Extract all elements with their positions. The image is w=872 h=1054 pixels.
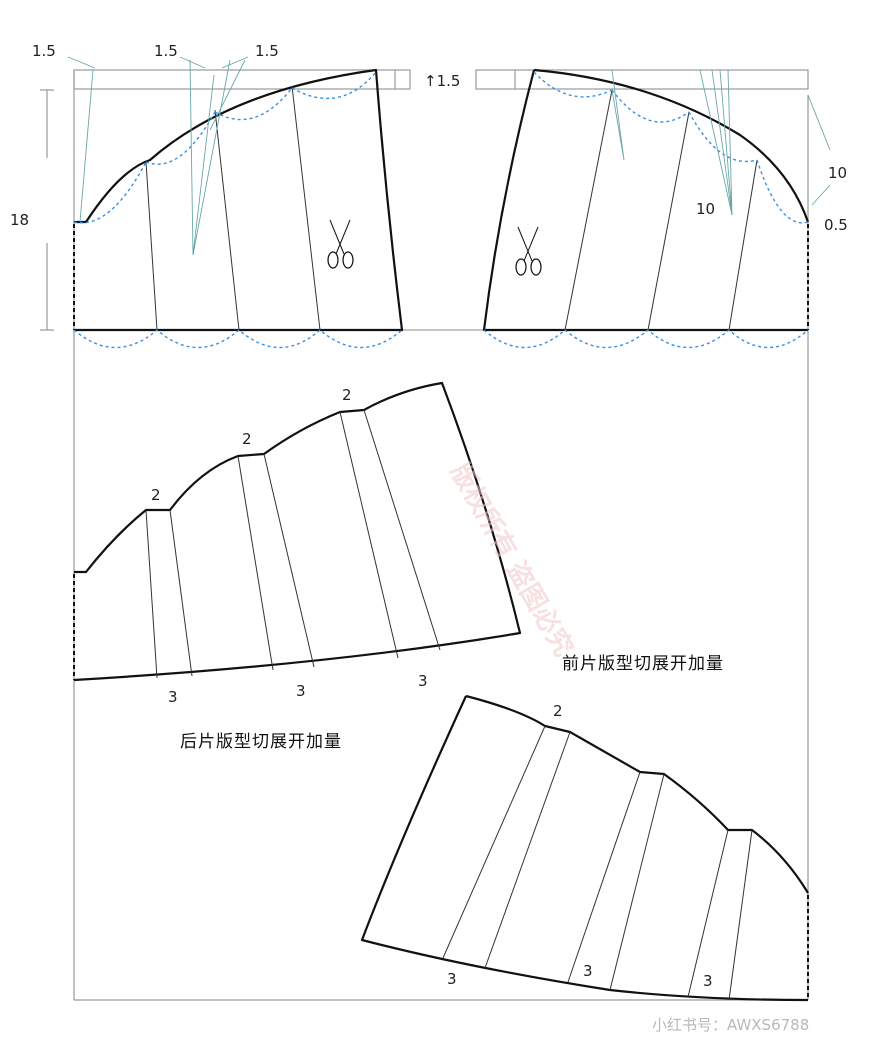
back-piece-original (67, 56, 404, 349)
label-front-dart-a: 10 (828, 164, 847, 182)
height-dimension (40, 89, 54, 331)
label-front-hem-2: 3 (583, 962, 593, 980)
label-back-hem-3: 3 (418, 672, 428, 690)
label-top-mid-b: 1.5 (255, 42, 279, 60)
label-rise: ↑1.5 (424, 72, 460, 90)
svg-text:版权所有 盗图必究: 版权所有 盗图必究 (443, 457, 579, 661)
label-back-spread-1: 2 (151, 486, 161, 504)
scissors-icon (515, 226, 542, 276)
label-front-hem-1: 3 (447, 970, 457, 988)
front-piece-spread (360, 694, 809, 1002)
faint-watermark: 版权所有 盗图必究 (443, 457, 579, 661)
scissors-icon (327, 219, 354, 269)
caption-back: 后片版型切展开加量 (180, 732, 342, 752)
label-front-hem-3: 3 (703, 972, 713, 990)
label-back-spread-3: 2 (342, 386, 352, 404)
label-front-spread-1: 2 (553, 702, 563, 720)
back-piece-spread (73, 381, 522, 682)
label-back-hem-2: 3 (296, 682, 306, 700)
label-front-side: 0.5 (824, 216, 848, 234)
label-top-left: 1.5 (32, 42, 56, 60)
watermark-text: 小红书号：AWXS6788 (652, 1016, 809, 1034)
label-back-spread-2: 2 (242, 430, 252, 448)
caption-front: 前片版型切展开加量 (562, 654, 724, 674)
label-height: 18 (10, 211, 29, 229)
label-back-hem-1: 3 (168, 688, 178, 706)
front-piece-original (482, 68, 831, 349)
label-top-mid-a: 1.5 (154, 42, 178, 60)
label-front-dart-b: 10 (696, 200, 715, 218)
